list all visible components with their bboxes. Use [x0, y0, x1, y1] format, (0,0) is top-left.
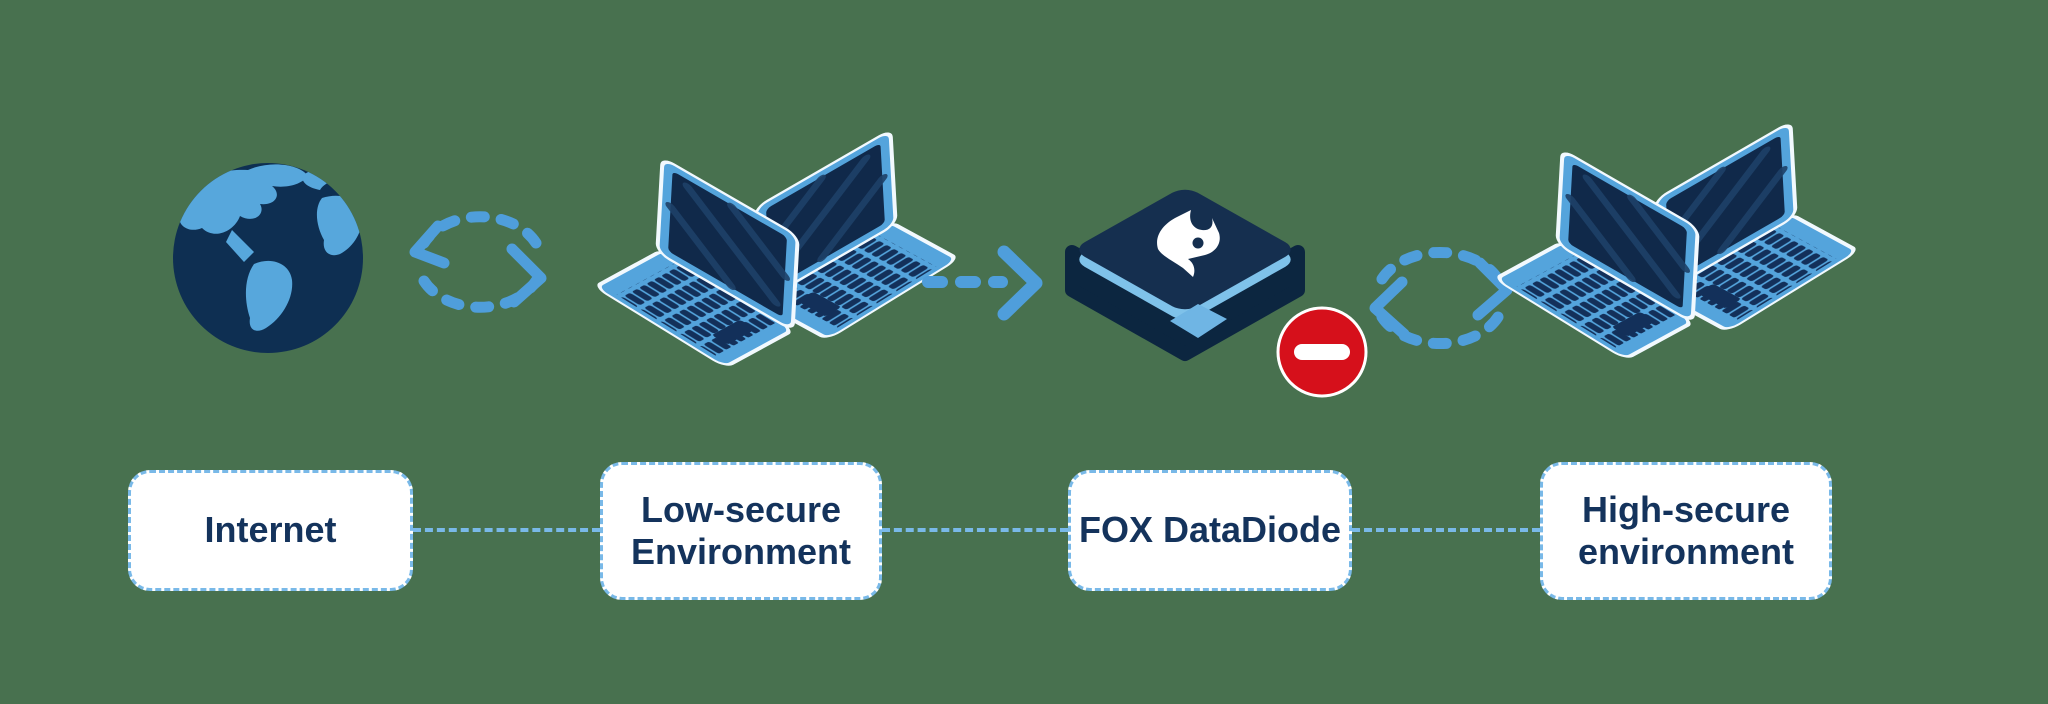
sync-arrows-icon-right: [1369, 246, 1513, 350]
sync-top-arrowhead: [409, 220, 450, 269]
sync-top-arc: [418, 211, 542, 249]
label-internet-line1: Internet: [204, 509, 337, 551]
sync-bottom-arrowhead: [1369, 276, 1410, 340]
label-internet: Internet: [128, 470, 413, 591]
connector-lowsecure-datadiode: [882, 528, 1068, 532]
no-entry-icon: [1276, 306, 1368, 398]
label-high-secure-line1: High-secure: [1581, 488, 1791, 530]
fox-logo-icon: [1157, 210, 1220, 277]
label-high-secure-line2: environment: [1577, 531, 1795, 572]
label-low-secure-environment: Low-secure Environment: [600, 462, 882, 600]
connector-internet-lowsecure: [413, 528, 600, 532]
one-way-arrowhead: [997, 245, 1043, 321]
sync-top-arrowhead: [1472, 257, 1513, 321]
label-fox-datadiode-line1: FOX DataDiode: [1078, 509, 1342, 551]
label-fox-datadiode: FOX DataDiode: [1068, 470, 1352, 591]
connector-datadiode-highsecure: [1352, 528, 1540, 532]
datadiode-front-lip: [1170, 304, 1227, 338]
one-way-arrow-icon: [922, 245, 1043, 321]
label-high-secure-environment: High-secure environment: [1540, 462, 1832, 600]
globe-icon: [173, 163, 363, 353]
laptops-low-secure-icon: [595, 130, 958, 367]
sync-bottom-arrowhead: [506, 243, 547, 308]
label-low-secure-line2: Environment: [630, 531, 852, 572]
label-low-secure-line1: Low-secure: [640, 488, 842, 530]
datadiode-device-icon: [1065, 189, 1305, 361]
sync-bottom-arc: [418, 275, 542, 313]
sync-arrows-icon-left: [409, 211, 547, 313]
laptops-high-secure-icon: [1495, 122, 1858, 359]
